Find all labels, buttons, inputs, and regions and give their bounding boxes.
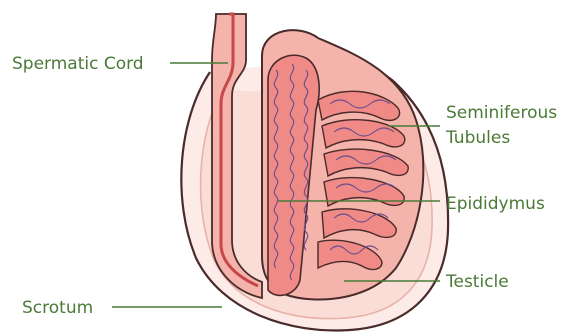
label-epididymus: Epididymus [446, 194, 545, 214]
label-spermatic-cord: Spermatic Cord [12, 54, 144, 74]
label-testicle: Testicle [445, 272, 509, 292]
label-scrotum: Scrotum [22, 298, 93, 318]
label-seminiferous-line2: Tubules [445, 128, 510, 148]
label-seminiferous-line1: Seminiferous [446, 103, 557, 123]
